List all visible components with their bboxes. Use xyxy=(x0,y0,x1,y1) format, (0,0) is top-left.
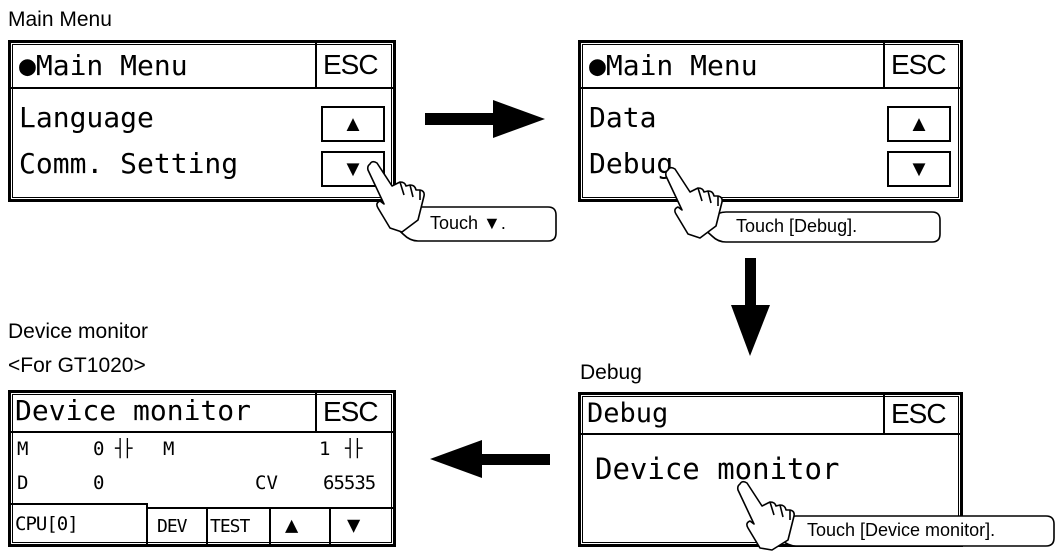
title-separator xyxy=(581,87,960,89)
device-name: M xyxy=(163,438,175,460)
hand-pointer-icon xyxy=(664,166,723,239)
bar-divider xyxy=(206,507,208,544)
esc-button[interactable]: ESC xyxy=(323,49,379,80)
device-value: 0 xyxy=(93,472,105,494)
hand-pointer-icon xyxy=(736,480,795,551)
triangle-down-icon: ▼ xyxy=(908,156,930,181)
arrow-left-icon xyxy=(430,440,550,478)
callout-touch-device-monitor: Touch [Device monitor]. xyxy=(807,520,996,540)
caption-debug: Debug xyxy=(580,361,642,384)
contact-icon: ┤├ xyxy=(345,439,363,459)
scroll-up-button[interactable]: ▲ xyxy=(321,106,385,142)
menu-item-device-monitor[interactable]: Device monitor xyxy=(595,452,840,486)
title-divider xyxy=(315,393,317,431)
scroll-down-button[interactable]: ▼ xyxy=(887,151,951,187)
device-monitor-screen: Device monitor ESC M 0 ┤├ M 1 ┤├ D 0 CV … xyxy=(8,390,396,547)
triangle-up-icon: ▲ xyxy=(342,111,364,136)
dev-button[interactable]: DEV xyxy=(157,516,187,537)
cpu-label: CPU[0] xyxy=(15,513,79,535)
menu-item-language[interactable]: Language xyxy=(19,101,154,134)
main-menu-screen-1: ●Main Menu ESC Language Comm. Setting ▲ … xyxy=(8,40,396,202)
scroll-up-button[interactable]: ▲ xyxy=(887,106,951,142)
screen-title: Device monitor xyxy=(15,394,252,427)
screen-title: Debug xyxy=(587,398,669,429)
main-menu-screen-2: ●Main Menu ESC Data Debug ▲ ▼ xyxy=(578,40,963,202)
scroll-up-button[interactable]: ▲ xyxy=(285,513,299,538)
esc-button[interactable]: ESC xyxy=(891,398,947,429)
callout-touch-down: Touch ▼. xyxy=(430,213,506,233)
title-divider xyxy=(883,43,885,87)
menu-item-data[interactable]: Data xyxy=(589,101,657,134)
esc-button[interactable]: ESC xyxy=(323,396,379,427)
arrow-down-icon xyxy=(731,258,770,356)
device-value: 65535 xyxy=(323,472,376,494)
screen-title: ●Main Menu xyxy=(589,49,758,82)
device-name: CV xyxy=(255,472,278,494)
title-divider xyxy=(883,395,885,433)
caption-model: <For GT1020> xyxy=(8,354,146,377)
menu-item-comm-setting[interactable]: Comm. Setting xyxy=(19,147,239,180)
device-value: 0 xyxy=(93,438,105,460)
title-separator xyxy=(581,433,960,435)
esc-button[interactable]: ESC xyxy=(891,49,947,80)
callout-touch-debug: Touch [Debug]. xyxy=(736,216,858,236)
menu-item-debug[interactable]: Debug xyxy=(589,147,674,180)
test-button[interactable]: TEST xyxy=(210,516,250,537)
scroll-down-button[interactable]: ▼ xyxy=(347,513,361,538)
bar-divider xyxy=(146,503,148,544)
triangle-up-icon: ▲ xyxy=(908,111,930,136)
hand-pointer-icon xyxy=(366,160,425,233)
screen-title: ●Main Menu xyxy=(19,49,188,82)
device-name: D xyxy=(17,472,29,494)
bar-divider xyxy=(329,507,331,544)
bar-separator xyxy=(11,503,148,505)
triangle-down-icon: ▼ xyxy=(342,156,364,181)
arrow-right-icon xyxy=(425,100,545,138)
title-separator xyxy=(11,431,393,433)
caption-device-monitor: Device monitor xyxy=(8,320,149,343)
title-divider xyxy=(315,43,317,87)
title-separator xyxy=(11,87,393,89)
device-value: 1 xyxy=(319,438,331,460)
bar-divider xyxy=(269,507,271,544)
device-name: M xyxy=(17,438,29,460)
contact-icon: ┤├ xyxy=(115,439,133,459)
caption-main-menu: Main Menu xyxy=(8,8,112,31)
